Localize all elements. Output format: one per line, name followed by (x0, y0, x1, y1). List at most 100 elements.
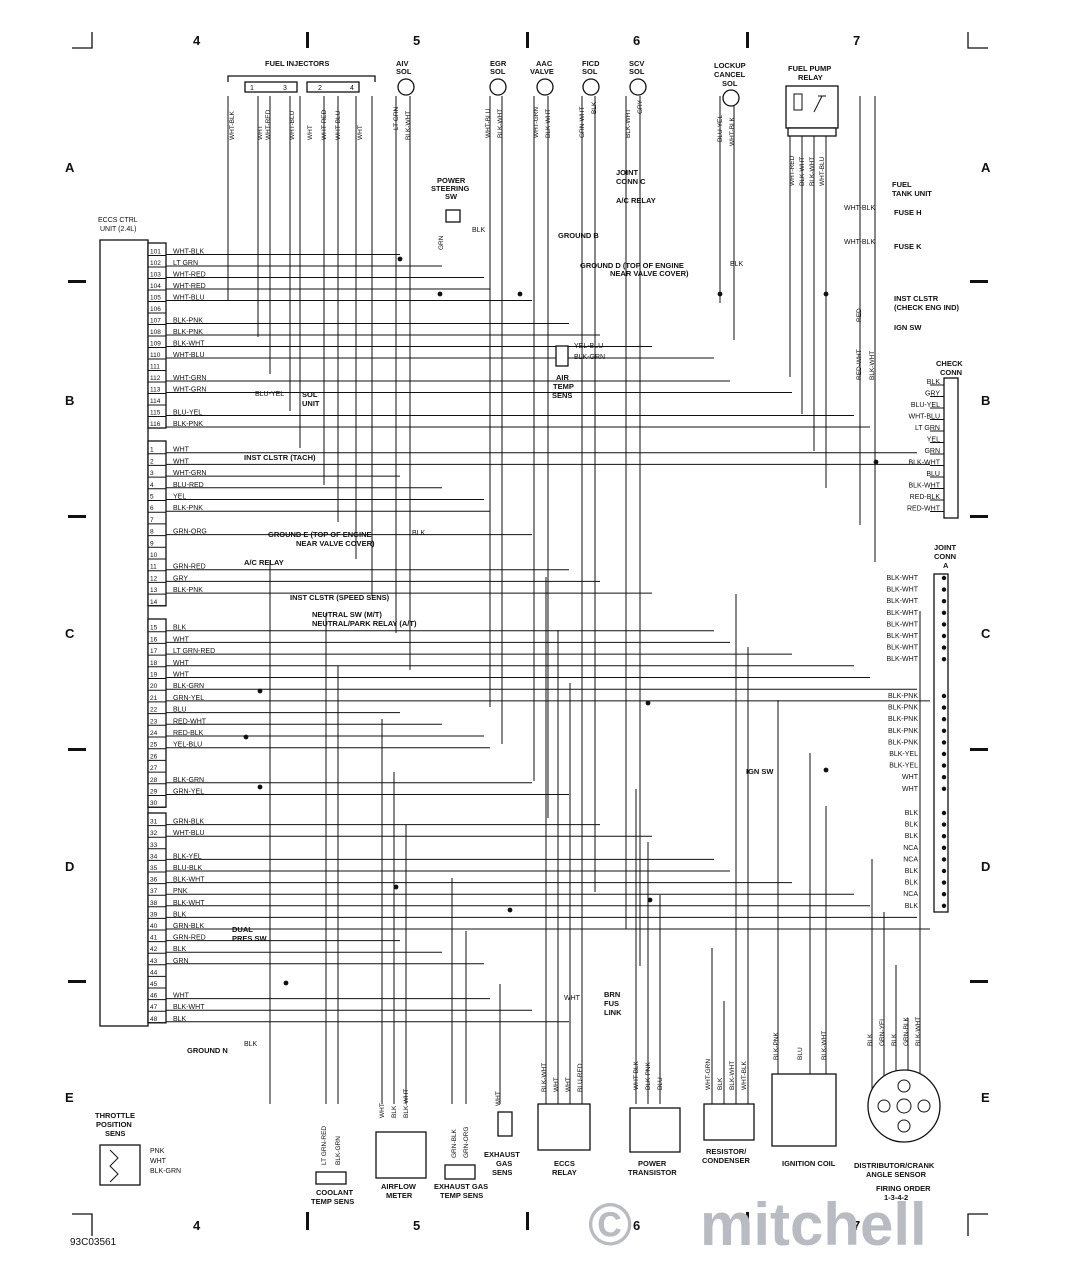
wire-color-label: BLK-PNK (645, 1062, 652, 1090)
wire-color-label: GRY (637, 99, 644, 114)
wire-color-label: BLK (867, 1033, 874, 1046)
wire-color-label: PNK (150, 1148, 165, 1155)
aac-label: AAC (536, 59, 553, 68)
wire-color-label: BLK-GRN (574, 354, 605, 361)
wire-color-label: WHT-BLK (844, 205, 875, 212)
wire-color-label: BLK-WHT (869, 351, 876, 380)
air-temp-label: SENS (552, 391, 572, 400)
wire-color-label: BLK-WHT (545, 109, 552, 138)
grid-row-left: B (65, 393, 74, 408)
wire-color-label: BLK-WHT (915, 1017, 922, 1046)
joint-conn-label: A (943, 561, 949, 570)
grid-col-top: 4 (193, 33, 201, 48)
ecu-pin-number: 4 (150, 482, 154, 489)
wire-color-label: GRN-WHT (579, 107, 586, 138)
grid-row-left: E (65, 1090, 74, 1105)
dual-pres-label: DUAL (232, 925, 253, 934)
fuel-tank-label: FUEL (892, 180, 912, 189)
wire-color-label: WHT (257, 125, 264, 140)
wire-color-label: WHT-BLU (819, 156, 826, 186)
ecu-pin-number: 41 (150, 935, 158, 942)
joint-conn-wire: BLK (905, 833, 919, 840)
wire-color-label: BLK-PNK (773, 1032, 780, 1060)
scv-label: SCV (629, 59, 644, 68)
joint-conn-wire: BLK-PNK (888, 728, 918, 735)
splice-dot (941, 633, 947, 639)
ecu-wire-color: RED-WHT (173, 718, 207, 725)
speed-sens-label: INST CLSTR (SPEED SENS) (290, 593, 390, 602)
wire-color-label: YEL-BLU (574, 343, 603, 350)
splice-dot (437, 291, 443, 297)
joint-conn-wire: BLK-PNK (888, 693, 918, 700)
joint-conn-wire: WHT (902, 786, 919, 793)
ficd-label: SOL (582, 67, 598, 76)
ecu-pin-number: 114 (150, 398, 161, 405)
lockup-sol-symbol (722, 89, 740, 107)
injector-number: 1 (250, 85, 254, 92)
wire-harness (166, 96, 930, 1104)
check-conn-wire: BLK-WHT (909, 483, 941, 490)
ecu-pin-number: 36 (150, 877, 158, 884)
ignition-coil-label: IGNITION COIL (782, 1159, 836, 1168)
neutral-sw-label: NEUTRAL SW (M/T) (312, 610, 382, 619)
exhaust-temp-label: TEMP SENS (440, 1191, 483, 1200)
exhaust-temp-sensor (444, 1164, 476, 1180)
throttle-label: THROTTLE (95, 1111, 135, 1120)
wire-color-label: BLK (891, 1033, 898, 1046)
wire-color-label: WHT-BLK (633, 1060, 640, 1090)
dual-pres-label: PRES SW (232, 934, 268, 943)
ac-relay-label: A/C RELAY (244, 558, 284, 567)
wire-color-label: WHT (565, 1077, 572, 1092)
ecu-pin-number: 40 (150, 923, 158, 930)
check-conn-label: CONN (940, 368, 962, 377)
check-conn-wire: GRN (924, 448, 940, 455)
check-connector: CHECK CONN (936, 359, 963, 519)
aac-valve-symbol (536, 78, 554, 96)
wire-color-label: WHT-BLK (844, 239, 875, 246)
fuel-injectors-label: FUEL INJECTORS (265, 59, 329, 68)
wire-color-label: WHT (495, 1091, 502, 1106)
resistor-box (703, 1103, 755, 1141)
ecu-pin-number: 6 (150, 505, 154, 512)
ecu-pin-number: 33 (150, 842, 158, 849)
top-components: FUEL INJECTORS 1 3 2 4 AIV SOL EGR SOL A… (227, 59, 839, 137)
ground-e-label: GROUND E (TOP OF ENGINE (268, 530, 371, 539)
grid-row-left: A (65, 160, 75, 175)
ecu-wire-color: BLK-PNK (173, 318, 203, 325)
splice-dot (941, 693, 947, 699)
ecu-pin-number: 34 (150, 853, 158, 860)
wire-color-label: GRN-ORG (463, 1127, 470, 1158)
wire-color-label: GRN-YEL (879, 1017, 886, 1046)
splice-dot (717, 291, 723, 297)
grid-row-right: E (981, 1090, 990, 1105)
power-transistor-label: POWER (638, 1159, 667, 1168)
ecu-pin-number: 17 (150, 648, 158, 655)
watermark-text: mitchell (700, 1191, 927, 1258)
scv-label: SOL (629, 67, 645, 76)
eccs-relay-label: RELAY (552, 1168, 577, 1177)
wire-color-label: BLK-WHT (799, 157, 806, 186)
ecu-wire-color: WHT (173, 458, 190, 465)
wire-color-label: BLU-YEL (717, 115, 724, 142)
wire-color-label: BLK-WHT (729, 1061, 736, 1090)
air-temp-label: TEMP (553, 382, 574, 391)
wire-color-label: WHT (379, 1103, 386, 1118)
check-conn-wire: BLU-YEL (911, 402, 940, 409)
ecu-wire-color: BLK-PNK (173, 329, 203, 336)
ign-sw-label: IGN SW (894, 323, 922, 332)
ecu-wire-color: YEL (173, 494, 186, 501)
ecu-wire-color: BLK (173, 1016, 187, 1023)
joint-conn-label: CONN (934, 552, 956, 561)
ecu-wire-color: GRN-BLK (173, 923, 204, 930)
splice-dot (941, 751, 947, 757)
ecu-wire-color: WHT (173, 993, 190, 1000)
ecu-wire-color: BLU-YEL (173, 410, 202, 417)
ecu-pin-number: 46 (150, 993, 158, 1000)
ecu-wire-color: BLU-BLK (173, 865, 203, 872)
ecu-wire-color: BLK-GRN (173, 683, 204, 690)
wire-color-label: WHT-GRN (533, 107, 540, 138)
wire-color-label: BLK (730, 261, 744, 268)
air-temp-label: AIR (556, 373, 570, 382)
splice-dot (941, 868, 947, 874)
scv-sol-symbol (629, 78, 647, 96)
